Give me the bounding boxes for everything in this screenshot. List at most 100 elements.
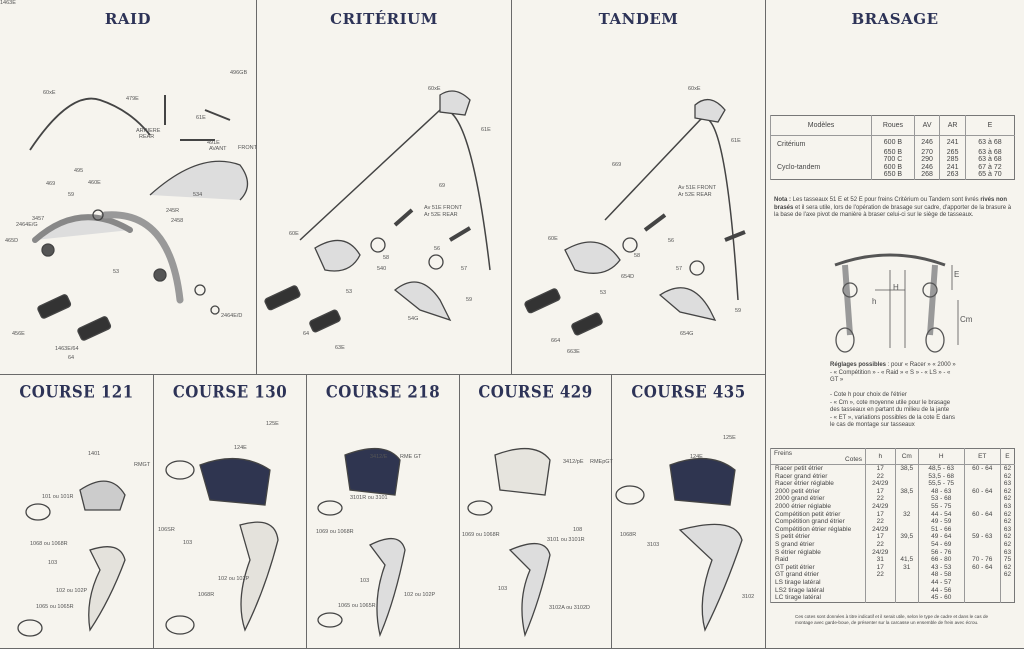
part-number-label: 479E	[126, 96, 139, 102]
corner-label-freins: Freins	[774, 450, 793, 457]
table-cell: 60 - 64	[963, 487, 1001, 496]
reglages-text: : pour « Racer » « 2000 » - « Compétitio…	[830, 362, 956, 384]
panel-title: COURSE 435	[631, 382, 746, 402]
part-number-label: 102 ou 102P	[218, 576, 250, 582]
part-number-label: REAR	[139, 134, 155, 140]
part-number-label: ARRIERE	[136, 128, 161, 134]
part-number-label: 2464E/D	[221, 313, 243, 319]
table-cell: Racer petit étrier	[770, 464, 866, 473]
part-number-label: 53	[113, 269, 120, 275]
table-cell: Racer grand étrier	[770, 472, 866, 481]
table-cell: 49 - 64	[917, 533, 965, 541]
table-cell: Critérium	[769, 135, 872, 149]
table-cell	[963, 480, 1001, 488]
table-cell: 62	[999, 487, 1015, 496]
table-cell: 62	[999, 510, 1015, 519]
table-cell: 48 - 58	[917, 571, 965, 579]
table-cell: 62	[999, 464, 1015, 473]
table-cell: 55,5 - 75	[917, 480, 965, 488]
table-cell	[769, 156, 872, 164]
part-number-label: 1463E/64	[55, 346, 79, 352]
part-number-label: 456E	[12, 331, 25, 337]
column-header: AR	[939, 115, 966, 136]
table-cell	[894, 495, 919, 503]
part-number-label: 60E	[548, 236, 558, 242]
table-cell	[963, 594, 1001, 603]
part-number-label: 540	[377, 266, 387, 272]
table-cell: 67 à 72	[964, 163, 1015, 171]
cotes-notes: - Cote h pour choix de l'étrier - « Cm »…	[830, 392, 958, 430]
table-cell: 63	[999, 480, 1015, 488]
table-cell	[769, 148, 872, 156]
table-cell	[894, 518, 919, 526]
part-number-label: 103	[360, 578, 370, 584]
raid-caliper-drawing	[29, 95, 249, 341]
table-cell: 39,5	[894, 533, 919, 541]
part-number-label: RME GT	[400, 454, 422, 460]
table-cell: 2000 étrier réglable	[770, 502, 866, 511]
part-number-label: 469	[46, 181, 56, 187]
part-number-label: 102 ou 102P	[404, 592, 436, 598]
part-number-label: 57	[676, 266, 683, 272]
part-number-label: Av 51E FRONT	[678, 185, 717, 191]
panel-title: COURSE 130	[172, 382, 288, 402]
table-cell	[963, 586, 1001, 595]
part-number-label: 3412/pE	[563, 459, 584, 465]
part-number-label: 59	[466, 297, 473, 303]
part-number-label: 125E	[266, 421, 279, 427]
part-number-label: 3412/E	[370, 454, 388, 460]
table-cell: 31	[894, 563, 919, 572]
part-number-label: 1068R	[198, 592, 215, 598]
table-cell: 63 à 68	[964, 135, 1015, 149]
part-number-label: 101 ou 101R	[42, 494, 74, 500]
table-cell	[894, 594, 919, 603]
table-cell: 48 - 63	[917, 487, 965, 496]
tandem-brake-drawing	[524, 98, 746, 336]
table-cell: 17	[865, 487, 896, 496]
diagram-label-H: H	[893, 283, 899, 292]
nota-label: Nota :	[774, 197, 791, 203]
part-number-label: 106SR	[158, 527, 175, 533]
reglages-paragraph: Réglages possibles : pour « Racer » « 20…	[830, 362, 958, 385]
table-cell	[894, 571, 919, 579]
table-cell: 53 - 68	[917, 495, 965, 503]
part-number-label: 495	[74, 168, 84, 174]
part-number-label: 669	[612, 162, 622, 168]
table-cell	[894, 480, 919, 488]
cotes-line: - « ET », variations possibles de la cot…	[830, 414, 955, 429]
part-number-label: 1069 ou 1068R	[462, 532, 500, 538]
table-cell: 285	[939, 156, 966, 164]
table-cell: 62	[999, 495, 1015, 503]
part-number-label: Ar 52E REAR	[424, 212, 458, 218]
column-header: E	[999, 448, 1015, 465]
part-number-label: 64	[68, 355, 75, 361]
table-cell: 49 - 59	[917, 518, 965, 526]
part-number-label: 465D	[5, 238, 19, 244]
part-number-label: 57	[461, 266, 468, 272]
part-number-label: 2458	[171, 218, 184, 224]
table-cell: Racer étrier réglable	[770, 480, 866, 488]
table-cell: 270	[913, 148, 940, 156]
part-number-label: 1065 ou 1065R	[338, 603, 376, 609]
part-number-label: 69	[439, 183, 446, 189]
part-number-label: RMGT	[134, 462, 151, 468]
part-number-label: 3102	[742, 594, 755, 600]
part-number-label: 654G	[680, 331, 694, 337]
table-cell: 70 - 76	[963, 556, 1001, 564]
part-number-label: 60xE	[43, 90, 56, 96]
table-cell: 241	[939, 135, 966, 149]
table-cell: LC tirage latéral	[770, 594, 866, 603]
part-number-label: 534	[193, 192, 203, 198]
table-cell	[963, 495, 1001, 503]
table-cell: GT grand étrier	[770, 571, 866, 579]
table-cell: 63 à 68	[964, 156, 1015, 164]
